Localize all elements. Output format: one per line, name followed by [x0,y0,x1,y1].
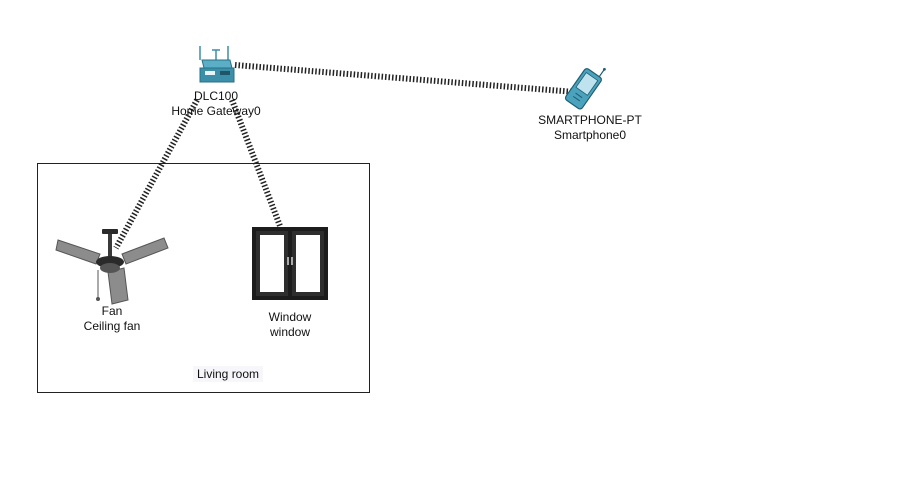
ceiling-fan-icon[interactable] [55,229,169,305]
gateway-name: Home Gateway0 [171,104,261,118]
fan-model: Fan [101,304,123,318]
link-gateway-smartphone[interactable] [234,62,576,95]
smartphone-label: SMARTPHONE-PT Smartphone0 [538,113,642,143]
smartphone-model: SMARTPHONE-PT [538,113,642,127]
link-gateway-fan[interactable] [113,98,200,250]
fan-name: Ceiling fan [83,319,141,333]
link-gateway-window[interactable] [229,98,283,228]
window-label: Window window [269,310,312,340]
fan-label: Fan Ceiling fan [84,304,141,334]
wireless-links [113,62,576,250]
window-model: Window [268,310,312,324]
gateway-label: DLC100 Home Gateway0 [171,89,260,119]
home-gateway-icon[interactable] [199,46,235,83]
living-room-cluster[interactable] [37,163,370,393]
smartphone-name: Smartphone0 [553,128,627,142]
cluster-label: Living room [193,366,264,382]
window-icon[interactable] [252,227,328,300]
window-name: window [269,325,311,339]
smartphone-icon[interactable] [564,59,608,110]
gateway-model: DLC100 [193,89,239,103]
